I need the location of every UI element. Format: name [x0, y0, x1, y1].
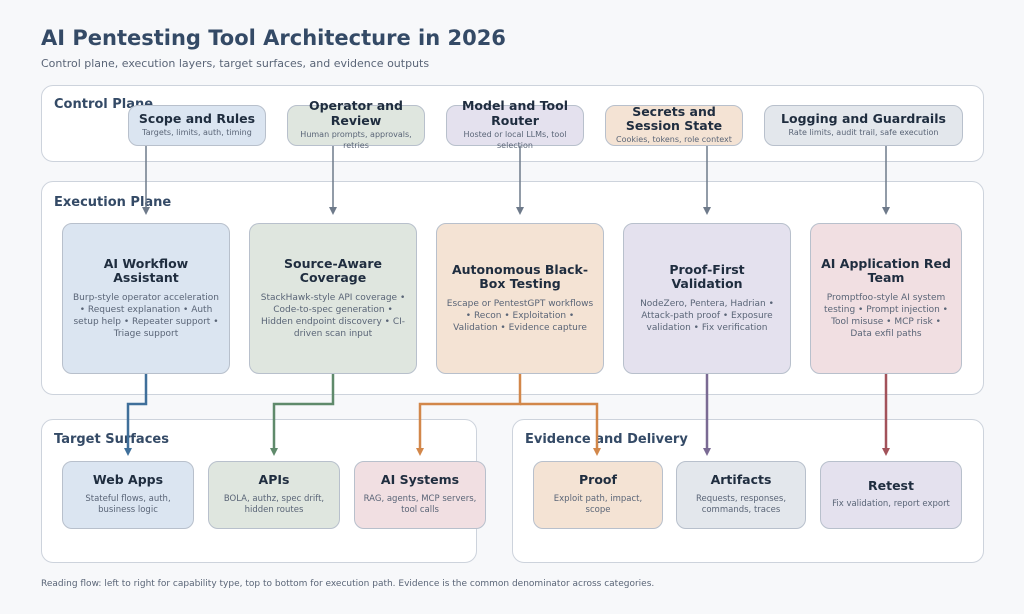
- node-title: Source-Aware Coverage: [283, 255, 383, 286]
- control-node-secrets: Secrets and Session State Cookies, token…: [605, 103, 743, 146]
- control-plane-label: Control Plane: [54, 97, 154, 112]
- target-node-ai-systems: AI Systems RAG, agents, MCP servers, too…: [354, 461, 486, 529]
- node-desc: Burp-style operator acceleration • Reque…: [73, 292, 219, 340]
- node-desc: Escape or PentestGPT workflows • Recon •…: [446, 298, 594, 333]
- node-desc: StackHawk-style API coverage • Code-to-s…: [260, 292, 406, 340]
- node-desc: Fix validation, report export: [832, 499, 950, 510]
- node-title: Operator and Review: [308, 98, 403, 128]
- execution-node-black-box: Autonomous Black-Box Testing Escape or P…: [436, 223, 604, 374]
- node-desc: RAG, agents, MCP servers, tool calls: [363, 493, 477, 516]
- node-title: Secrets and Session State: [625, 103, 723, 134]
- evidence-node-retest: Retest Fix validation, report export: [820, 461, 962, 529]
- arrow-workflow-to-webapps: [124, 374, 148, 456]
- node-desc: Exploit path, impact, scope: [553, 493, 643, 516]
- target-node-apis: APIs BOLA, authz, spec drift, hidden rou…: [208, 461, 340, 529]
- node-title: APIs: [258, 472, 290, 488]
- arrow-blackbox-to-proof: [520, 402, 601, 456]
- node-title: AI Workflow Assistant: [103, 255, 189, 286]
- execution-node-proof-first: Proof-First Validation NodeZero, Pentera…: [623, 223, 791, 374]
- evidence-node-artifacts: Artifacts Requests, responses, commands,…: [676, 461, 806, 529]
- page-subtitle: Control plane, execution layers, target …: [41, 57, 430, 70]
- execution-node-workflow-assistant: AI Workflow Assistant Burp-style operato…: [62, 223, 230, 374]
- node-desc: BOLA, authz, spec drift, hidden routes: [223, 493, 325, 516]
- node-desc: Requests, responses, commands, traces: [695, 493, 787, 516]
- node-title: Logging and Guardrails: [781, 110, 946, 126]
- arrow-source-to-apis: [270, 374, 335, 456]
- target-surfaces-label: Target Surfaces: [54, 432, 169, 447]
- evidence-node-proof: Proof Exploit path, impact, scope: [533, 461, 663, 529]
- control-node-scope: Scope and Rules Targets, limits, auth, t…: [128, 105, 266, 146]
- node-desc: NodeZero, Pentera, Hadrian • Attack-path…: [640, 298, 774, 333]
- arrow-blackbox-to-aisystems: [416, 374, 522, 456]
- target-node-web-apps: Web Apps Stateful flows, auth, business …: [62, 461, 194, 529]
- control-node-logging: Logging and Guardrails Rate limits, audi…: [764, 105, 963, 146]
- node-title: AI Systems: [380, 472, 460, 488]
- evidence-delivery-label: Evidence and Delivery: [525, 432, 688, 447]
- node-desc: Stateful flows, auth, business logic: [85, 493, 171, 516]
- node-title: Proof-First Validation: [669, 261, 745, 292]
- node-title: Web Apps: [92, 472, 164, 488]
- execution-node-red-team: AI Application Red Team Promptfoo-style …: [810, 223, 962, 374]
- node-desc: Rate limits, audit trail, safe execution: [788, 128, 939, 138]
- node-title: Model and Tool Router: [461, 98, 569, 128]
- node-desc: Promptfoo-style AI system testing • Prom…: [824, 292, 948, 340]
- node-title: Retest: [868, 478, 914, 494]
- node-title: Proof: [579, 472, 617, 488]
- node-desc: Cookies, tokens, role context: [616, 135, 732, 145]
- execution-plane-label: Execution Plane: [54, 195, 172, 210]
- node-title: AI Application Red Team: [821, 255, 951, 286]
- node-title: Autonomous Black-Box Testing: [451, 261, 589, 292]
- execution-node-source-aware: Source-Aware Coverage StackHawk-style AP…: [249, 223, 417, 374]
- node-desc: Targets, limits, auth, timing: [142, 128, 252, 138]
- page-title: AI Pentesting Tool Architecture in 2026: [41, 26, 506, 50]
- reading-flow-note: Reading flow: left to right for capabili…: [41, 579, 655, 589]
- node-title: Scope and Rules: [138, 110, 256, 126]
- control-node-router: Model and Tool Router Hosted or local LL…: [446, 99, 584, 150]
- control-node-operator: Operator and Review Human prompts, appro…: [287, 99, 425, 150]
- node-desc: Hosted or local LLMs, tool selection: [463, 130, 567, 150]
- node-desc: Human prompts, approvals, retries: [300, 130, 412, 150]
- node-title: Artifacts: [710, 472, 772, 488]
